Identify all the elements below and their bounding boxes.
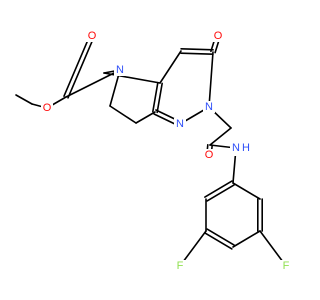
amide-nitrogen: N H [230,140,252,156]
svg-text:N: N [205,101,213,113]
bond-c4-c3-a [180,52,214,55]
bond-c8-c8a [135,111,156,124]
svg-text:O: O [214,30,223,42]
svg-text:N: N [176,118,184,130]
bond-r6-r1 [232,182,261,200]
bond-cE-oC-b [63,34,91,97]
bond-c3-n2 [208,51,214,108]
bond-r1-r2-b [206,184,235,202]
bond-c5-c4a [103,72,161,84]
svg-text:N: N [116,64,124,76]
molecule-structure: O O N O N N O [15,30,292,272]
amide-oxygen: O [203,149,215,161]
bond-ch2b-cam [209,127,232,146]
bond-c4-c3-b [180,48,214,51]
ring-nitrogen-6: N [114,64,126,76]
fluorine-right: F [280,260,292,272]
svg-text:F: F [283,260,290,272]
svg-text:O: O [43,102,52,114]
bond-c8a-c4a-b [152,81,159,113]
bond-r3-r4-b [206,228,235,246]
ester-oxygen: O [41,102,53,114]
carbonyl-oxygen: O [86,30,98,42]
bond-cE-oC-a [67,36,95,99]
svg-text:O: O [88,30,97,42]
bond-c4a-c4 [159,50,182,84]
svg-text:H: H [242,142,250,154]
fluorine-left: F [174,260,186,272]
bond-r3-r4-a [204,232,233,250]
bond-ch3-ch2 [15,94,33,105]
ring-nitrogen-2: N [203,101,215,113]
bond-c7-c8 [109,105,137,124]
svg-text:N: N [232,142,240,154]
bond-r4-r5 [232,230,261,248]
svg-text:O: O [205,149,214,161]
bond-r1-r2-a [204,180,233,198]
atom-label-layer: O O N O N N O [41,30,292,272]
svg-text:F: F [177,260,184,272]
ketone-oxygen: O [212,30,224,42]
bond-c8a-c4a-a [156,82,163,114]
ring-nitrogen-1: N [174,118,186,130]
